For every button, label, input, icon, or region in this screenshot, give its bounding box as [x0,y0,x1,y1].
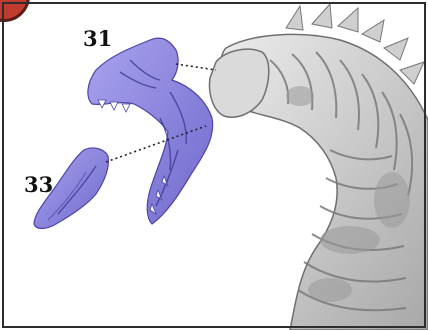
grey-model [210,4,428,330]
part-31-jaw [88,38,213,224]
callout-31: 31 [83,26,112,51]
callout-33: 33 [24,172,53,197]
